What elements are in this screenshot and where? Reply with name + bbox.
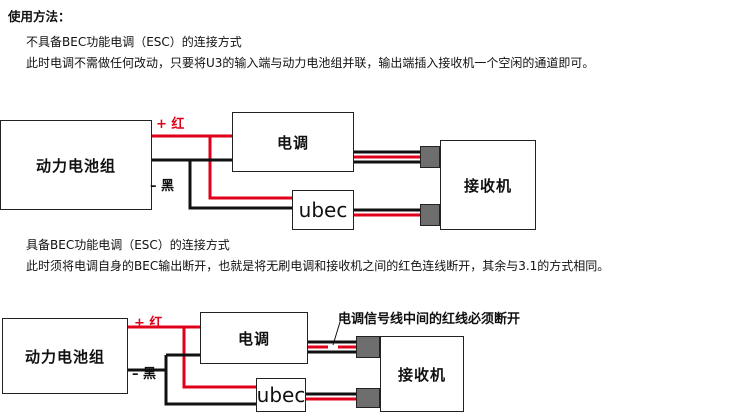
diagram1-battery: 动力电池组 xyxy=(0,120,152,210)
diagram2-ubec: ubec xyxy=(256,378,306,412)
diagram1-receiver: 接收机 xyxy=(440,140,536,230)
diagram1-ubec-label: ubec xyxy=(298,198,348,222)
diagram2-esc-label: 电调 xyxy=(237,329,270,348)
diagram2-battery: 动力电池组 xyxy=(2,318,128,394)
section2-body: 此时须将电调自身的BEC输出断开，也就是将无刷电调和接收机之间的红色连线断开，其… xyxy=(26,259,610,273)
diagram2-receiver-label: 接收机 xyxy=(397,365,446,384)
diagram1-red-wire-ubec xyxy=(208,136,292,200)
diagram1-black-wire xyxy=(150,158,292,210)
diagram2-plus-red-label: + 红 xyxy=(134,316,163,331)
section1-body: 此时电调不需做任何改动，只要将U3的输入端与动力电池组并联，输出端插入接收机一个… xyxy=(26,56,595,70)
diagram2-battery-label: 动力电池组 xyxy=(24,347,105,366)
diagram2-ubec-label: ubec xyxy=(256,383,306,407)
section2-heading: 具备BEC功能电调（ESC）的连接方式 xyxy=(26,238,230,252)
diagram1-esc-plug xyxy=(420,146,440,168)
diagram1-plus-red-label: + 红 xyxy=(156,117,185,132)
diagram2-minus-black-label: – 黑 xyxy=(132,367,157,382)
diagram1-esc: 电调 xyxy=(232,112,354,172)
diagram2-annotation: 电调信号线中间的红线必须断开 xyxy=(338,312,521,327)
diagram2-black-wire xyxy=(128,368,256,406)
diagram1-ubec-plug xyxy=(420,204,440,226)
diagram1-wires xyxy=(150,134,420,217)
diagram1-battery-label: 动力电池组 xyxy=(35,156,116,175)
diagram2-wires xyxy=(128,321,356,406)
section1-heading: 不具备BEC功能电调（ESC）的连接方式 xyxy=(26,35,242,49)
diagram1-minus-black-label: – 黑 xyxy=(150,179,175,194)
diagram2-receiver: 接收机 xyxy=(380,336,464,412)
diagram2-red-wire-ubec xyxy=(182,327,256,389)
diagram2-annotation-pointer xyxy=(332,321,341,346)
diagram2-esc-plug xyxy=(356,336,380,358)
diagram2-ubec-plug xyxy=(356,388,380,408)
diagram1-ubec: ubec xyxy=(292,190,354,230)
diagram1-receiver-label: 接收机 xyxy=(463,176,512,195)
diagram1-esc-label: 电调 xyxy=(276,133,309,152)
instructions-title: 使用方法： xyxy=(8,9,71,24)
diagram2-esc: 电调 xyxy=(200,312,308,364)
